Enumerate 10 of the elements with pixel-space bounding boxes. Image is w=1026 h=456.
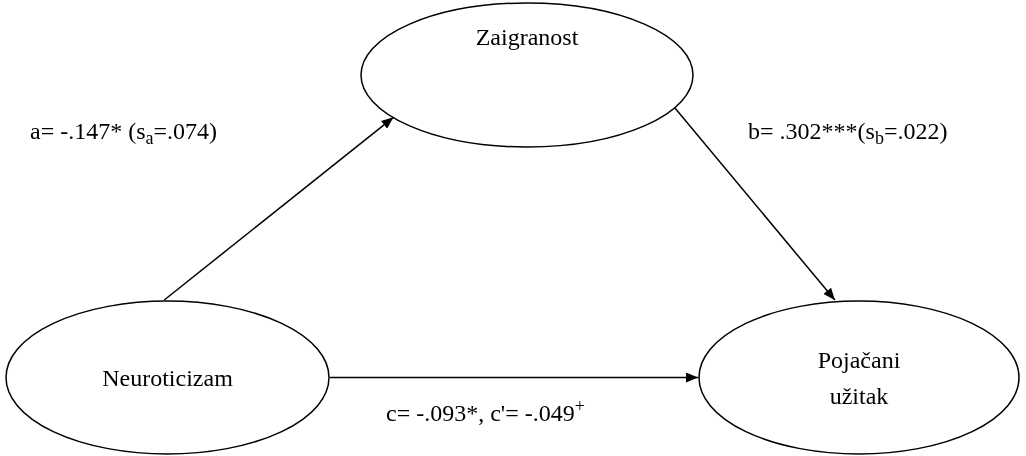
arrow <box>163 116 395 301</box>
ellipse-node <box>360 2 694 148</box>
ellipse-node <box>698 300 1020 455</box>
ellipse-node <box>5 300 330 455</box>
arrow <box>329 372 699 383</box>
node-label: Pojačani užitak <box>816 345 902 411</box>
edge-label: c= -.093*, c'= -.049$^{+}$ <box>386 398 585 428</box>
node-label: Neuroticizam <box>102 363 233 393</box>
node-label: Zaigranost <box>475 23 579 52</box>
arrow <box>674 107 836 301</box>
